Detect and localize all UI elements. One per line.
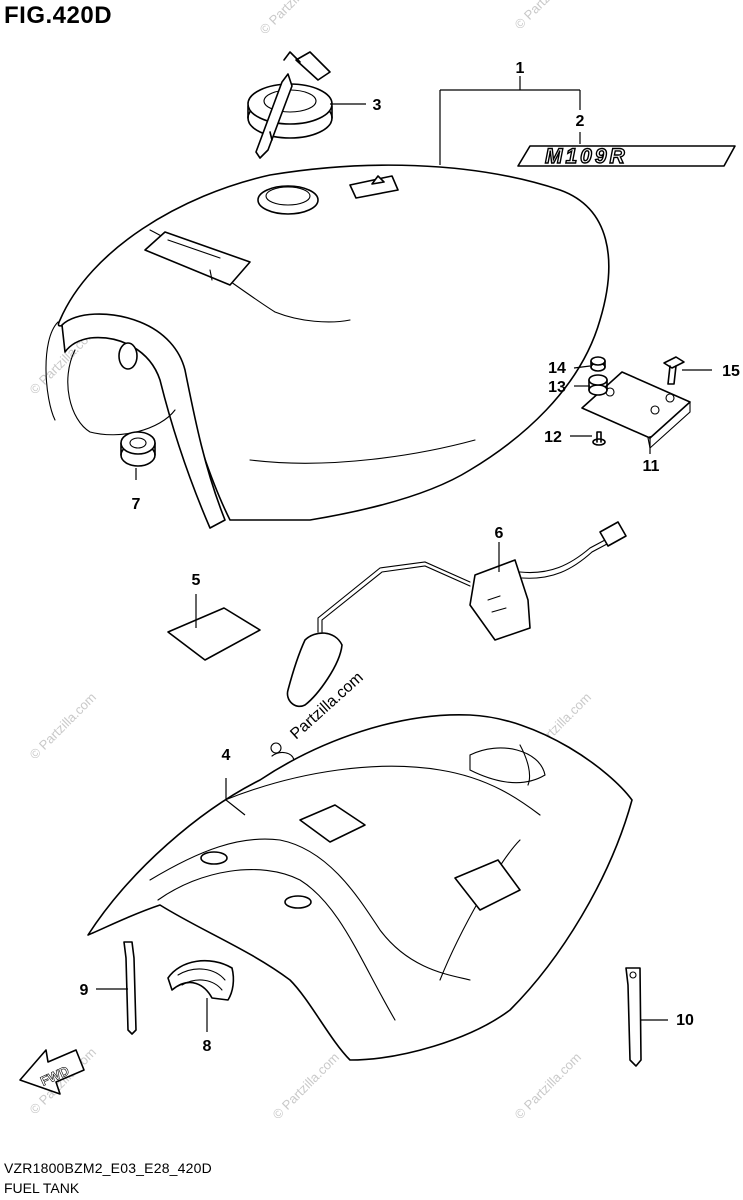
callout-3: 3 [373, 97, 382, 114]
decal-part: M109R [517, 144, 736, 169]
watermark: © Partzilla.com [27, 690, 100, 763]
callout-15: 15 [722, 363, 740, 380]
watermark: © Partzilla.com [270, 1050, 343, 1123]
bolt-part [663, 356, 685, 385]
watermark: © Partzilla.com [257, 0, 330, 37]
callout-5: 5 [192, 572, 201, 589]
callout-7: 7 [132, 496, 141, 513]
callout-labels: 1 2 3 4 5 6 7 8 9 10 11 12 13 14 15 [80, 60, 740, 1055]
cushion-part [588, 374, 608, 396]
figure-title: FIG.420D [4, 2, 113, 29]
fuel-sender-part [286, 521, 627, 708]
diagram-code: VZR1800BZM2_E03_E28_420D [4, 1160, 212, 1176]
callout-6: 6 [495, 525, 504, 542]
callout-8: 8 [203, 1038, 212, 1055]
callout-1: 1 [516, 60, 525, 77]
callout-2: 2 [576, 113, 585, 130]
diagram-name: FUEL TANK [4, 1180, 80, 1196]
callout-10: 10 [676, 1012, 694, 1029]
callout-12: 12 [544, 429, 562, 446]
cable-tie-part [123, 941, 137, 1035]
strap-part [625, 967, 642, 1067]
bracket-part [581, 371, 691, 450]
watermark: © Partzilla.com [512, 1050, 585, 1123]
fuel-cap-part [247, 51, 333, 159]
leader-lines [96, 76, 712, 1032]
callout-13: 13 [548, 379, 566, 396]
decal-text: M109R [545, 145, 628, 168]
collar-part [590, 356, 606, 372]
callout-9: 9 [80, 982, 89, 999]
grommet-part [120, 431, 156, 467]
callout-4: 4 [222, 747, 231, 764]
watermark: © Partzilla.com [512, 0, 585, 32]
screw-part [592, 431, 606, 446]
protector-part [167, 960, 235, 1001]
fuel-tank-part [45, 164, 610, 529]
pad-part [167, 607, 261, 661]
callout-11: 11 [643, 458, 660, 475]
tank-cover-part [87, 713, 633, 1061]
fwd-arrow: FWD [19, 1049, 85, 1095]
callout-14: 14 [548, 360, 566, 377]
